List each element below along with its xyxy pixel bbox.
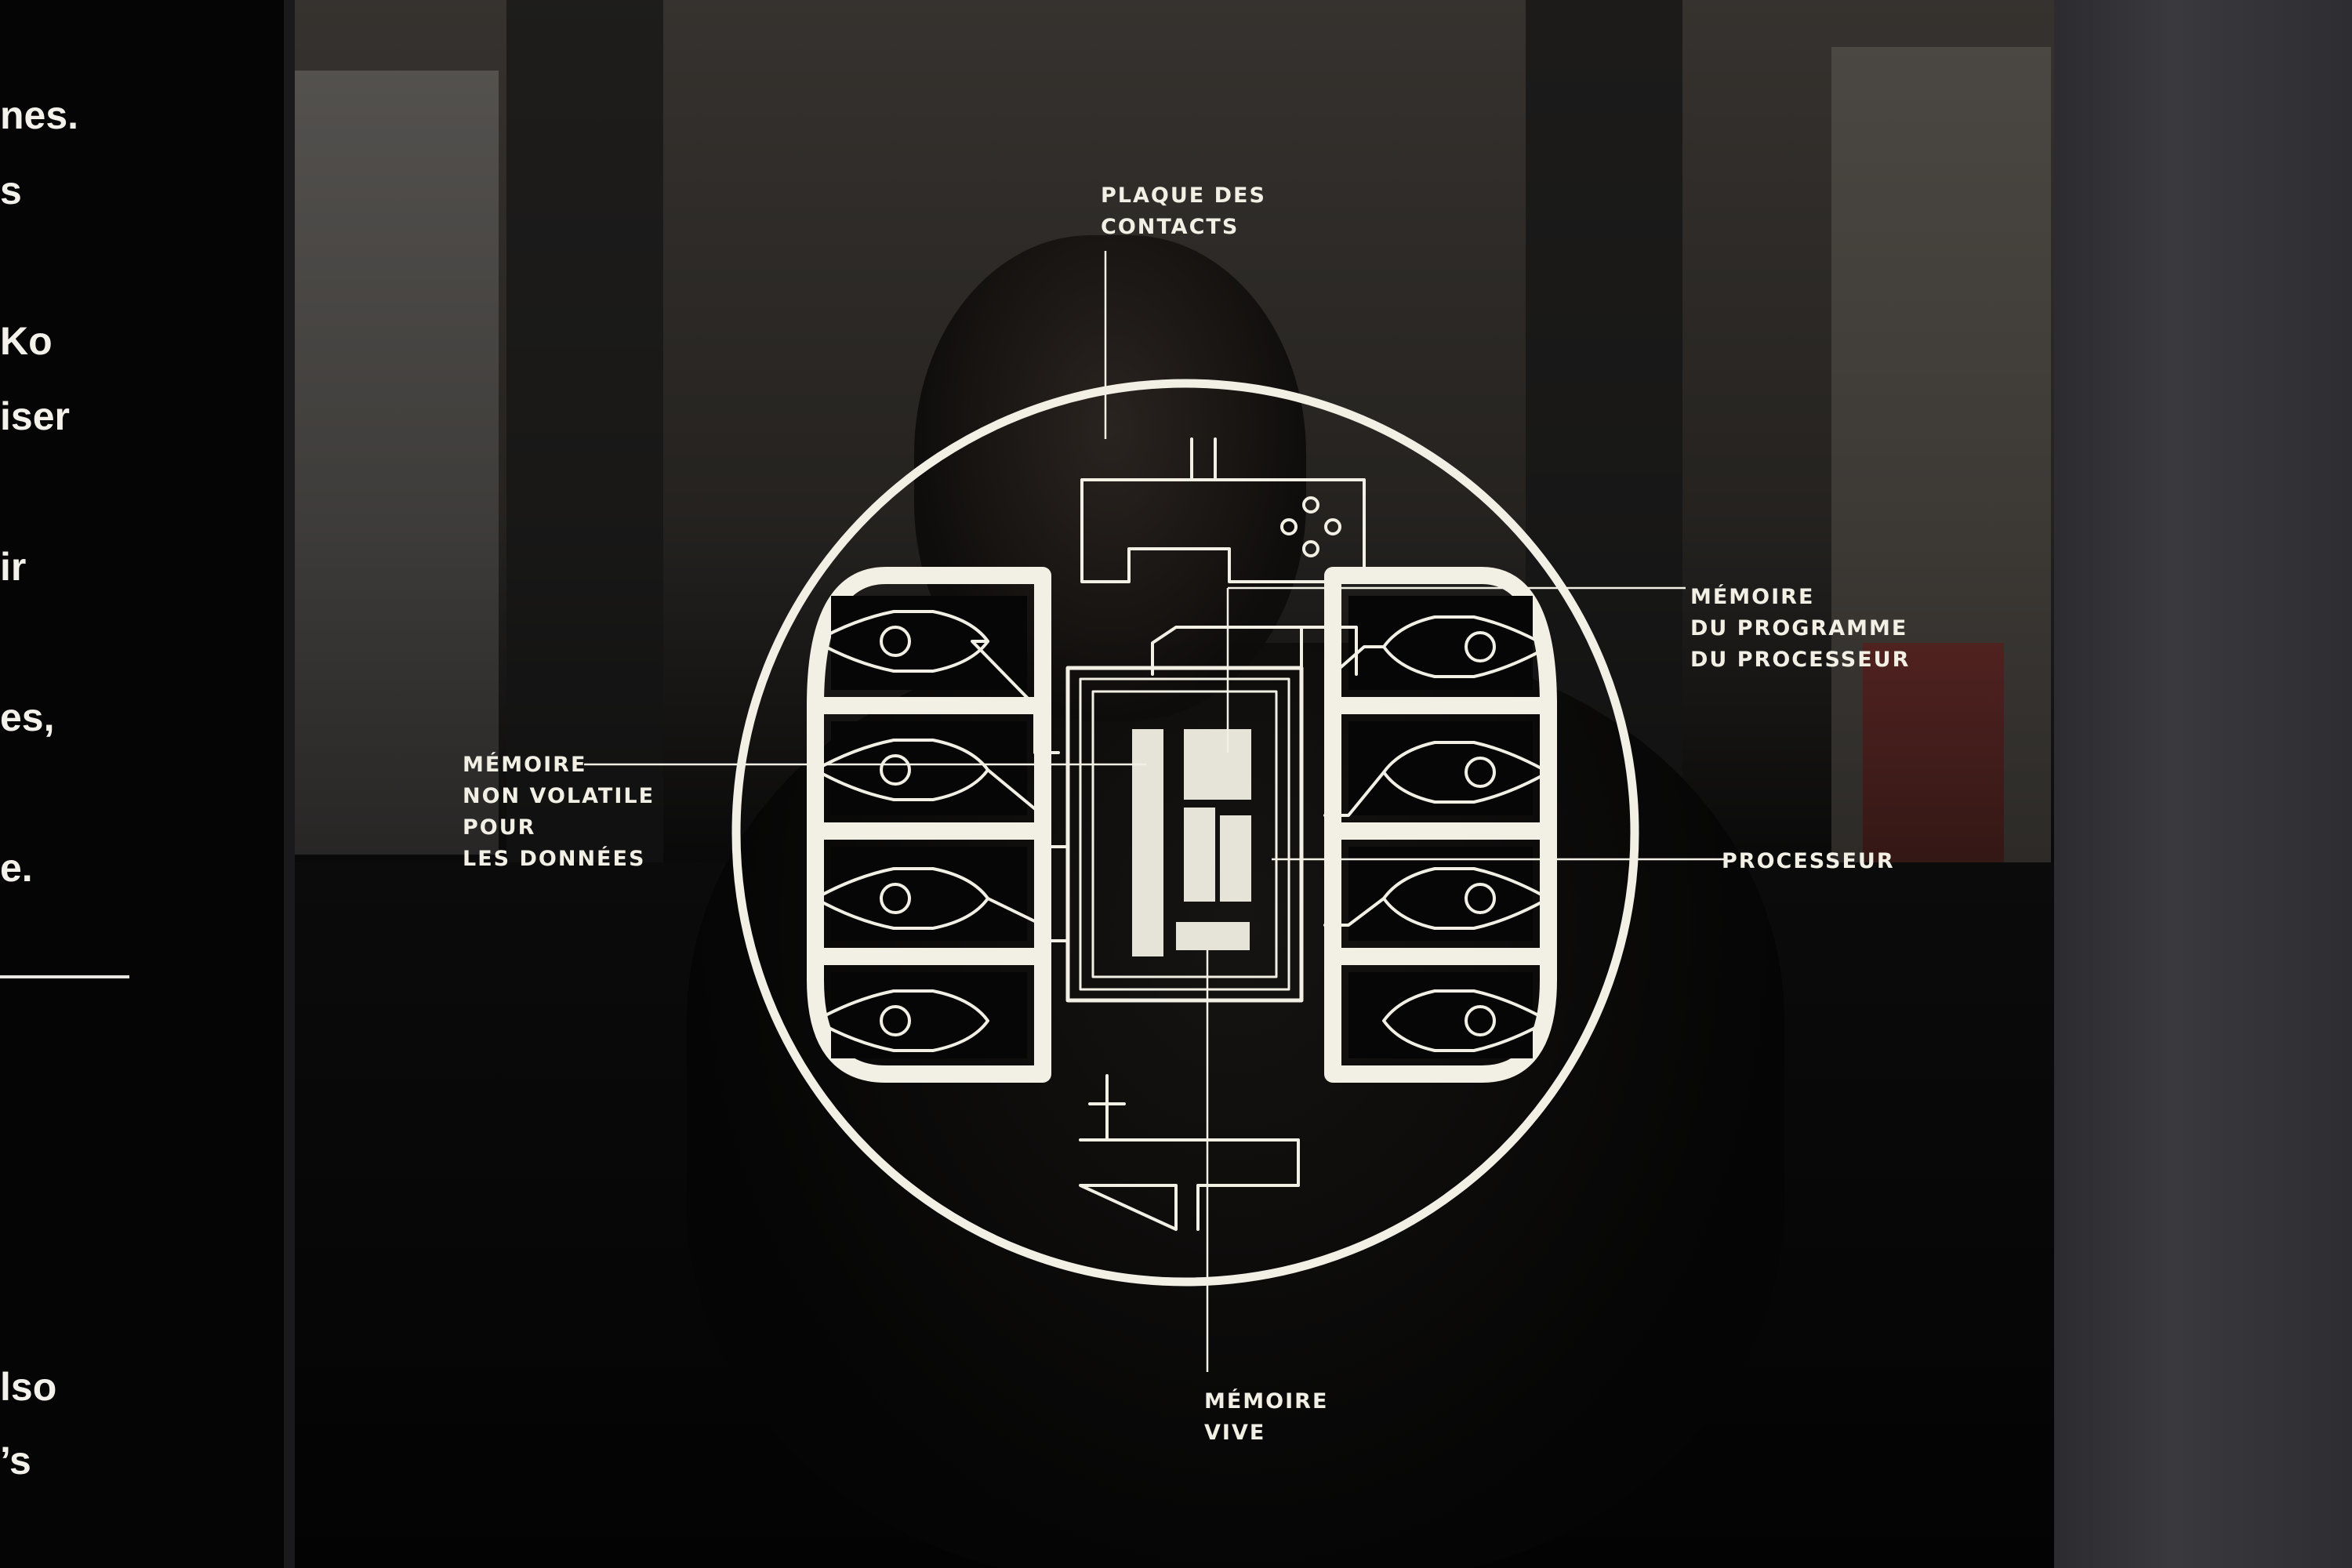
label-nonvolatile-4: LES DONNÉES bbox=[463, 846, 645, 871]
label-nonvolatile-2: NON VOLATILE bbox=[463, 784, 655, 808]
label-nonvolatile-3: POUR bbox=[463, 815, 535, 840]
label-nonvolatile-1: MÉMOIRE bbox=[463, 752, 586, 777]
label-contacts-2: CONTACTS bbox=[1101, 215, 1239, 239]
label-ram-2: VIVE bbox=[1204, 1421, 1265, 1445]
label-ram-1: MÉMOIRE bbox=[1204, 1388, 1328, 1414]
label-program-memory-2: DU PROGRAMME bbox=[1690, 616, 1907, 641]
memory-blocks bbox=[1132, 729, 1251, 956]
label-program-memory-1: MÉMOIRE bbox=[1690, 584, 1814, 609]
bottom-contact bbox=[1080, 1076, 1298, 1229]
label-program-memory-3: DU PROCESSEUR bbox=[1690, 648, 1910, 672]
label-processor: PROCESSEUR bbox=[1722, 849, 1895, 873]
contact-plate bbox=[1082, 439, 1364, 582]
label-contacts-1: PLAQUE DES bbox=[1101, 183, 1266, 208]
